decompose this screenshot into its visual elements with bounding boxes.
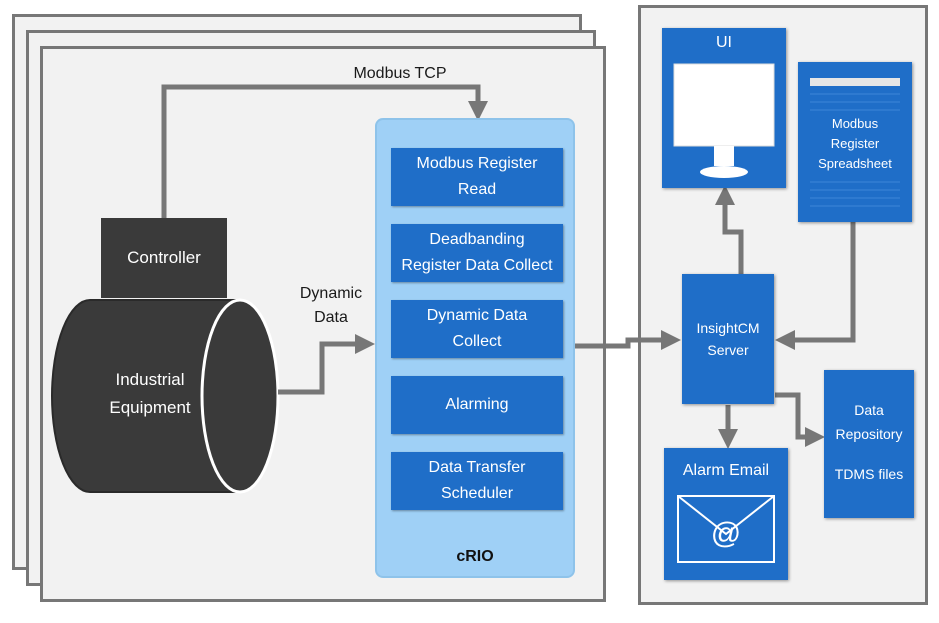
- dynamic-data-label-line2: Data: [314, 309, 348, 326]
- controller-label: Controller: [127, 248, 201, 267]
- crio-module-data-transfer: Data Transfer Scheduler: [391, 452, 563, 510]
- server-to-ui-arrow: [715, 185, 744, 274]
- server-line1: InsightCM: [696, 320, 760, 336]
- server-to-repository-arrow: [775, 392, 825, 447]
- alarm-email-label: Alarm Email: [682, 462, 770, 479]
- spreadsheet-icon: [810, 78, 900, 207]
- crio-to-server-arrow: [575, 330, 681, 350]
- crio-module-alarming: Alarming: [391, 376, 563, 434]
- module-line2: Read: [457, 181, 497, 198]
- crio-module-dynamic-data: Dynamic Data Collect: [391, 300, 563, 358]
- spreadsheet-box: Modbus Register Spreadsheet: [798, 62, 912, 222]
- spreadsheet-line1: Modbus: [831, 116, 879, 131]
- monitor-icon: [673, 63, 775, 178]
- crio-module-deadbanding: Deadbanding Register Data Collect: [391, 224, 563, 282]
- repository-line3: TDMS files: [834, 466, 904, 482]
- repository-line2: Repository: [835, 426, 903, 442]
- crio-container: Modbus Register Read Deadbanding Registe…: [375, 118, 575, 578]
- modbus-tcp-arrow: [161, 84, 488, 218]
- ui-box: UI: [662, 28, 786, 188]
- equipment-line2: Equipment: [109, 398, 191, 417]
- envelope-icon: [677, 495, 775, 563]
- spreadsheet-to-server-arrow: [775, 222, 856, 350]
- equipment-line1: Industrial: [115, 370, 185, 389]
- server-line2: Server: [707, 342, 749, 358]
- repository-line1: Data: [854, 402, 884, 418]
- module-line1: Data Transfer: [428, 459, 526, 476]
- spreadsheet-line3: Spreadsheet: [818, 156, 892, 171]
- crio-label: cRIO: [456, 548, 494, 565]
- module-line2: Register Data Collect: [401, 257, 553, 274]
- dynamic-data-arrow: [278, 334, 375, 395]
- module-line2: Scheduler: [440, 485, 514, 502]
- insightcm-server-box: InsightCM Server: [682, 274, 774, 404]
- module-line1: Deadbanding: [429, 231, 525, 248]
- dynamic-data-label-line1: Dynamic: [299, 285, 363, 302]
- alarm-email-box: Alarm Email @: [664, 448, 788, 580]
- dynamic-data-label: Dynamic Data: [286, 282, 376, 330]
- industrial-equipment-cylinder: [51, 298, 280, 494]
- module-line1: Modbus Register: [416, 155, 538, 172]
- ui-label: UI: [716, 34, 732, 51]
- industrial-equipment-label: Industrial Equipment: [95, 366, 205, 422]
- controller-box: Controller: [101, 218, 227, 298]
- module-line2: Collect: [452, 333, 502, 350]
- spreadsheet-line2: Register: [830, 136, 880, 151]
- modbus-tcp-label: Modbus TCP: [353, 65, 447, 82]
- module-line1: Alarming: [445, 396, 509, 413]
- crio-module-modbus-read: Modbus Register Read: [391, 148, 563, 206]
- data-repository-box: Data Repository TDMS files: [824, 370, 914, 518]
- at-sign-icon: @: [710, 517, 742, 550]
- module-line1: Dynamic Data: [426, 307, 528, 324]
